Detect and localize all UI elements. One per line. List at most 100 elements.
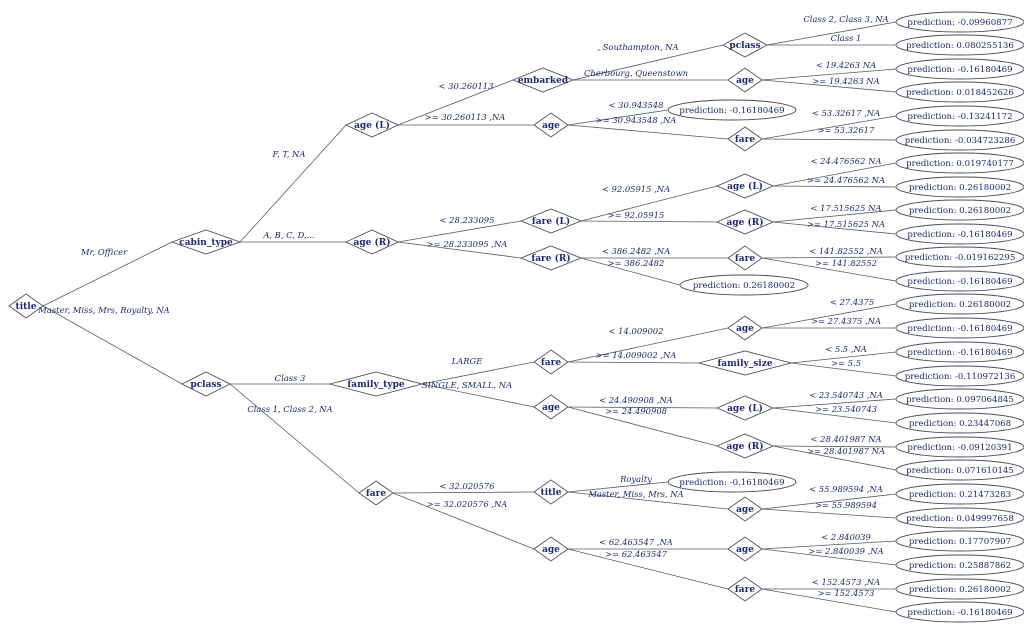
leaf-prediction-label: prediction: -0.034723286 (905, 136, 1016, 146)
split-node-label: age (736, 505, 754, 515)
leaf-prediction-label: prediction: -0.13241172 (907, 112, 1012, 122)
split-node-label: fare (735, 135, 755, 145)
edge-label: >= 23.540743 (815, 404, 877, 414)
edge-line (772, 162, 897, 187)
diamond-shape (727, 245, 763, 271)
edge-line (397, 79, 514, 126)
edge-label: F, T, NA (272, 149, 306, 159)
diamond-shape (727, 315, 763, 341)
leaf-prediction-label: prediction: -0.16180469 (907, 65, 1012, 75)
ellipse-shape (895, 507, 1024, 529)
edge-label: < 152.4573 ,NA (812, 577, 880, 587)
edge-label: Class 2, Class 3, NA (803, 14, 888, 24)
split-node-fare: fare (727, 126, 763, 152)
edge-label: >= 24.476562 NA (807, 175, 885, 185)
leaf-prediction-label: prediction: -0.16180469 (679, 478, 784, 488)
edge-line (567, 491, 729, 510)
split-node-label: fare (735, 585, 755, 595)
split-node-pclass: pclass (180, 371, 232, 397)
edge-line (761, 68, 897, 81)
split-node-age: age (727, 315, 763, 341)
split-node-age-l: age (L) (715, 395, 775, 421)
edge-line (42, 241, 173, 307)
ellipse-shape (895, 105, 1024, 127)
edge-line (761, 256, 897, 259)
edge-label: >= 14.009002 ,NA (596, 350, 677, 360)
edge-line (567, 124, 729, 140)
edge-line (421, 383, 535, 408)
diamond-shape (715, 209, 775, 235)
leaf-node: prediction: -0.16180469 (895, 341, 1024, 363)
diamond-shape (715, 395, 775, 421)
ellipse-shape (895, 176, 1024, 198)
split-node-fare: fare (727, 576, 763, 602)
leaf-node: prediction: -0.16180469 (895, 317, 1024, 339)
split-node-age-r: age (R) (715, 433, 775, 459)
diamond-shape (722, 32, 768, 58)
leaf-node: prediction: -0.16180469 (895, 270, 1024, 292)
edge-line (772, 398, 897, 409)
edge-line (761, 540, 897, 550)
edge-label: Class 1, Class 2, NA (247, 404, 332, 414)
leaf-node: prediction: -0.16180469 (895, 223, 1024, 245)
split-node-fare: fare (727, 245, 763, 271)
edge-line (42, 305, 183, 385)
split-node-fare-r: fare (R) (519, 245, 583, 271)
leaf-prediction-label: prediction: 0.018452626 (906, 88, 1014, 98)
leaf-node: prediction: 0.25887862 (895, 554, 1024, 576)
leaf-node: prediction: -0.019162295 (895, 246, 1024, 268)
leaf-node: prediction: -0.09120391 (895, 436, 1024, 458)
ellipse-shape (667, 471, 797, 493)
ellipse-shape (895, 578, 1024, 600)
diamond-shape (727, 536, 763, 562)
edge-label: < 17.515625 NA (810, 203, 881, 213)
diamond-shape (344, 229, 400, 255)
ellipse-shape (895, 459, 1024, 481)
edge-line (229, 383, 360, 494)
diamond-shape (727, 126, 763, 152)
edge-line (567, 406, 718, 447)
ellipse-shape (895, 530, 1024, 552)
edge-label: < 32.020576 (440, 481, 496, 491)
edge-line (761, 79, 897, 93)
ellipse-shape (895, 152, 1024, 174)
split-node-label: age (736, 324, 754, 334)
split-node-label: cabin_type (179, 238, 233, 248)
edge-line (790, 362, 897, 377)
edge-line (397, 241, 522, 259)
ellipse-shape (895, 341, 1024, 363)
edge-label: < 14.009002 (609, 326, 664, 336)
diamond-shape (170, 229, 242, 255)
edge-line (567, 361, 700, 364)
ellipse-shape (895, 81, 1024, 103)
split-node-label: family_type (347, 380, 404, 390)
split-node-age: age (533, 536, 569, 562)
leaf-node: prediction: -0.16180469 (895, 58, 1024, 80)
edge-line (761, 138, 897, 141)
ellipse-shape (895, 388, 1024, 410)
diamond-shape (533, 112, 569, 138)
edge-label: >= 27.4375 ,NA (811, 316, 881, 326)
edge-line (580, 185, 718, 222)
split-node-label: fare (R) (531, 253, 570, 264)
ellipse-shape (895, 293, 1024, 315)
edge-line (567, 548, 729, 590)
leaf-prediction-label: prediction: 0.019740177 (906, 159, 1014, 169)
split-node-fare: fare (533, 349, 569, 375)
edge-line (761, 115, 897, 140)
leaf-prediction-label: prediction: 0.25887862 (909, 561, 1011, 571)
ellipse-shape (895, 199, 1024, 221)
leaf-prediction-label: prediction: 0.049997658 (906, 514, 1014, 524)
leaf-prediction-label: prediction: -0.019162295 (905, 253, 1016, 263)
split-node-title: title (8, 293, 44, 319)
edge-label: Master, Miss, Mrs, Royalty, NA (37, 305, 169, 315)
edge-label: < 23.540743 ,NA (809, 390, 883, 400)
leaf-node: prediction: -0.034723286 (895, 129, 1024, 151)
ellipse-shape (895, 317, 1024, 339)
edge-label: >= 92.05915 (608, 210, 665, 220)
edge-line (567, 109, 669, 126)
edge-label: < 53.32617 ,NA (812, 108, 880, 118)
edge-line (772, 407, 897, 424)
edge-line (772, 445, 897, 448)
edge-label: >= 32.020576 ,NA (427, 499, 508, 509)
